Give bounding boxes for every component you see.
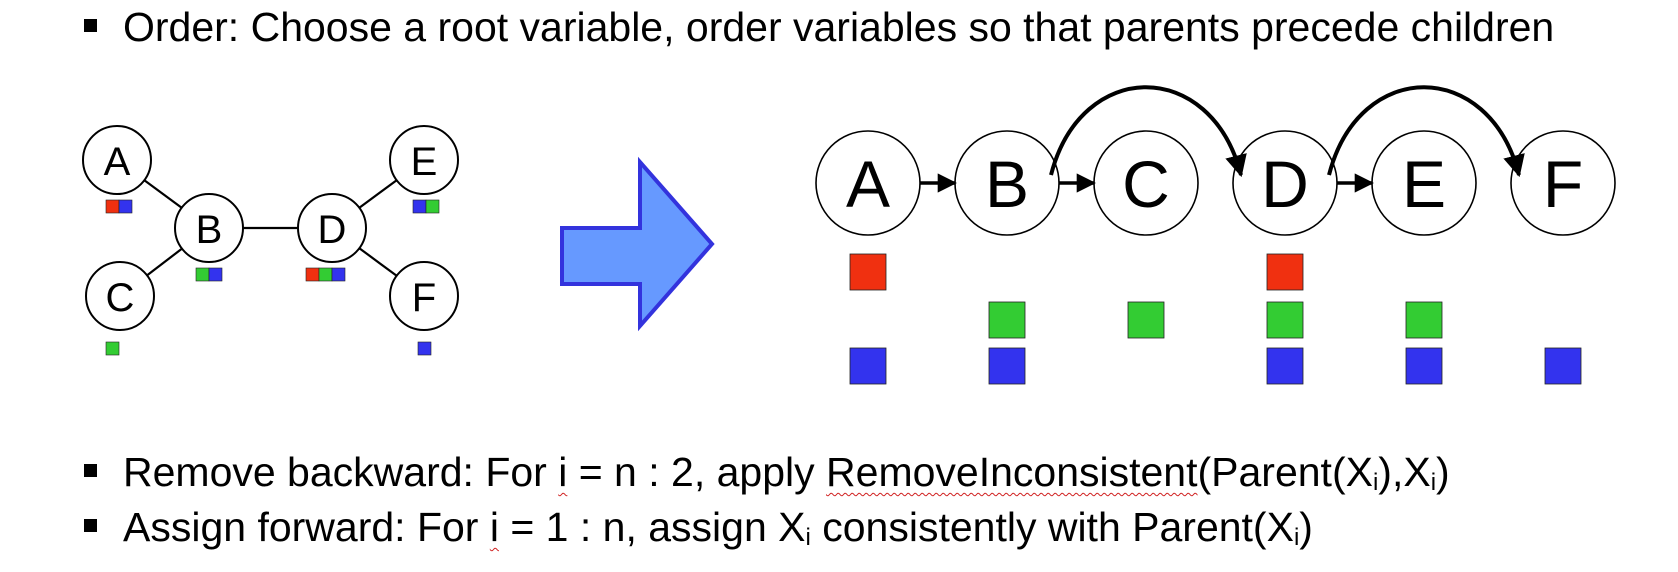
chain-domain-B-green (988, 301, 1026, 339)
tree-node-label-C: C (106, 276, 135, 320)
tree-edge-A-B (143, 179, 183, 209)
chain-node-label-A: A (846, 147, 890, 221)
chain-node-label-E: E (1402, 147, 1446, 221)
chain-domain-C-green (1127, 301, 1165, 339)
chain-node-label-D: D (1261, 147, 1309, 221)
tree-node-E (389, 125, 459, 195)
bullet-order: Order: Choose a root variable, order var… (84, 2, 1554, 52)
remove-index-var: i (558, 449, 568, 495)
tree-graph-edges (143, 179, 398, 277)
remove-range: = n : 2, apply (567, 449, 827, 495)
chain-graph-nodes: A B C D E F (815, 130, 1616, 236)
chain-domain-B-blue (988, 347, 1026, 385)
remove-args-close: ) (1436, 449, 1450, 495)
tree-graph-nodes: A B C D E F (82, 125, 459, 356)
chain-node-label-B: B (985, 147, 1029, 221)
chain-domain-D-green (1266, 301, 1304, 339)
chain-domain-E-blue (1405, 347, 1443, 385)
tree-node-B (174, 193, 244, 263)
tree-edge-D-E (358, 179, 398, 209)
tree-domain-D-red (305, 267, 320, 282)
bullet-remove-backward: Remove backward: For i = n : 2, apply Re… (84, 447, 1450, 497)
bullet-marker (84, 463, 97, 477)
assign-range: = 1 : n, assign X (498, 504, 806, 550)
bullet-marker (84, 518, 97, 532)
tree-domain-B-blue (208, 267, 223, 282)
chain-domain-A-red (849, 253, 887, 291)
tree-node-D (297, 193, 367, 263)
tree-node-label-D: D (318, 208, 347, 252)
tree-edge-D-F (358, 247, 398, 277)
chain-domain-E-green (1405, 301, 1443, 339)
tree-node-label-B: B (196, 208, 223, 252)
bullet-marker (84, 18, 97, 32)
tree-domain-C-green (105, 341, 120, 356)
chain-node-F (1510, 130, 1616, 236)
tree-node-label-E: E (411, 140, 438, 184)
bullet-assign-forward: Assign forward: For i = 1 : n, assign Xi… (84, 502, 1313, 552)
chain-domain-A-blue (849, 347, 887, 385)
chain-node-label-F: F (1543, 147, 1583, 221)
tree-node-label-A: A (104, 140, 131, 184)
assign-close: ) (1299, 504, 1313, 550)
tree-domain-A-red (105, 199, 120, 214)
chain-node-label-C: C (1122, 147, 1170, 221)
chain-graph-arcs (920, 85, 1525, 193)
order-text: Order: Choose a root variable, order var… (123, 4, 1555, 50)
chain-domain-D-red (1266, 253, 1304, 291)
tree-domain-E-green (425, 199, 440, 214)
assign-subscript-2: i (1293, 524, 1300, 551)
tree-domain-F-blue (417, 341, 432, 356)
assign-prefix: Assign forward: For (123, 504, 490, 550)
tree-domain-A-blue (118, 199, 133, 214)
tree-node-A (82, 125, 152, 195)
tree-domain-B-green (195, 267, 210, 282)
transform-arrow-icon (560, 156, 715, 332)
assign-subscript-1: i (805, 524, 811, 551)
assign-index-var: i (489, 504, 499, 550)
remove-args-open: (Parent(X (1197, 449, 1373, 495)
tree-edge-C-B (146, 247, 183, 277)
tree-node-F (389, 261, 459, 331)
tree-node-label-F: F (412, 276, 436, 320)
chain-arc-B-D (1049, 85, 1247, 178)
remove-args-mid: ),X (1378, 449, 1431, 495)
tree-domain-D-blue (331, 267, 346, 282)
chain-domain-D-blue (1266, 347, 1304, 385)
assign-mid: consistently with Parent(X (810, 504, 1294, 550)
tree-domain-E-blue (412, 199, 427, 214)
chain-domain-F-blue (1544, 347, 1582, 385)
remove-prefix: Remove backward: For (123, 449, 559, 495)
chain-domain-boxes (849, 253, 1582, 385)
tree-node-C (85, 261, 155, 331)
chain-arc-D-F (1327, 85, 1525, 178)
remove-subscript-1: i (1372, 469, 1379, 496)
tree-domain-D-green (318, 267, 333, 282)
remove-subscript-2: i (1430, 469, 1437, 496)
remove-function-name: RemoveInconsistent (826, 449, 1198, 495)
